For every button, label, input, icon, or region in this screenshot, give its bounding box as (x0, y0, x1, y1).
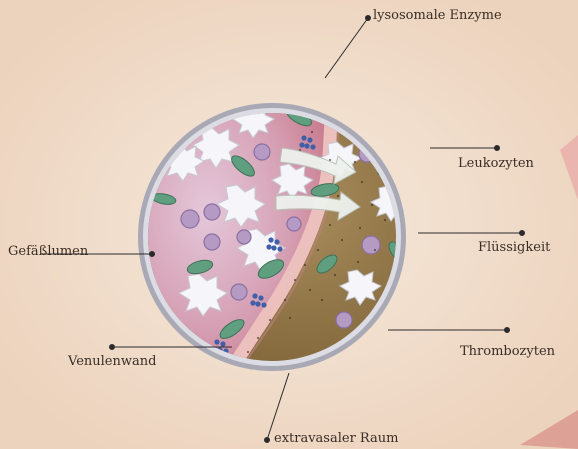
leader-dot-platelets (505, 328, 510, 333)
erythrocyte (181, 210, 199, 228)
erythrocyte (362, 236, 380, 254)
leader-dot-extravascular-space (265, 438, 270, 443)
erythrocyte (204, 204, 220, 220)
label-leukocytes: Leukozyten (458, 156, 534, 171)
leader-dot-lysosomal-enzymes (366, 16, 371, 21)
erythrocyte (237, 230, 251, 244)
label-extravascular-space: extravasaler Raum (274, 431, 398, 446)
label-venule-wall: Venulenwand (68, 354, 156, 369)
label-lysosomal-enzymes: lysosomale Enzyme (373, 8, 502, 23)
erythrocyte (204, 234, 220, 250)
label-vessel-lumen: Gefäßlumen (8, 244, 88, 259)
leader-dot-fluid (520, 231, 525, 236)
leader-dot-vessel-lumen (150, 252, 155, 257)
erythrocyte (336, 312, 352, 328)
leader-dot-venule-wall (110, 345, 115, 350)
erythrocyte (287, 217, 301, 231)
label-fluid: Flüssigkeit (478, 240, 550, 255)
erythrocyte (231, 284, 247, 300)
label-platelets: Thrombozyten (460, 344, 555, 359)
erythrocyte (254, 144, 270, 160)
leader-dot-leukocytes (495, 146, 500, 151)
